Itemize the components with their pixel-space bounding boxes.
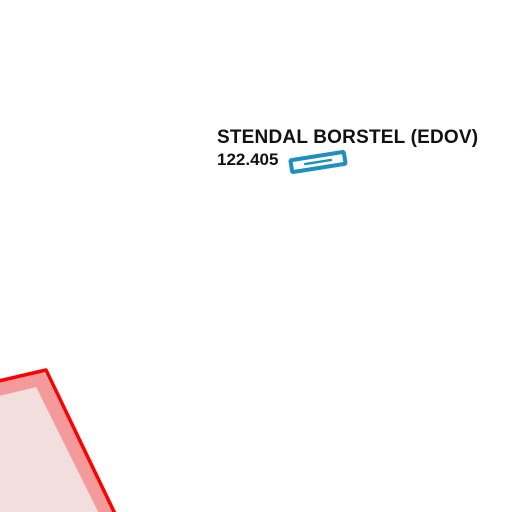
runway-outline xyxy=(288,149,348,175)
airspace-inner-band xyxy=(0,372,114,512)
restricted-airspace-area[interactable] xyxy=(0,368,118,512)
runway-icon[interactable] xyxy=(288,149,348,175)
airfield-name-label[interactable]: STENDAL BORSTEL (EDOV) xyxy=(217,127,479,148)
airfield-frequency-label: 122.405 xyxy=(217,150,279,169)
airspace-border xyxy=(0,368,117,512)
runway-centerline xyxy=(303,158,333,166)
